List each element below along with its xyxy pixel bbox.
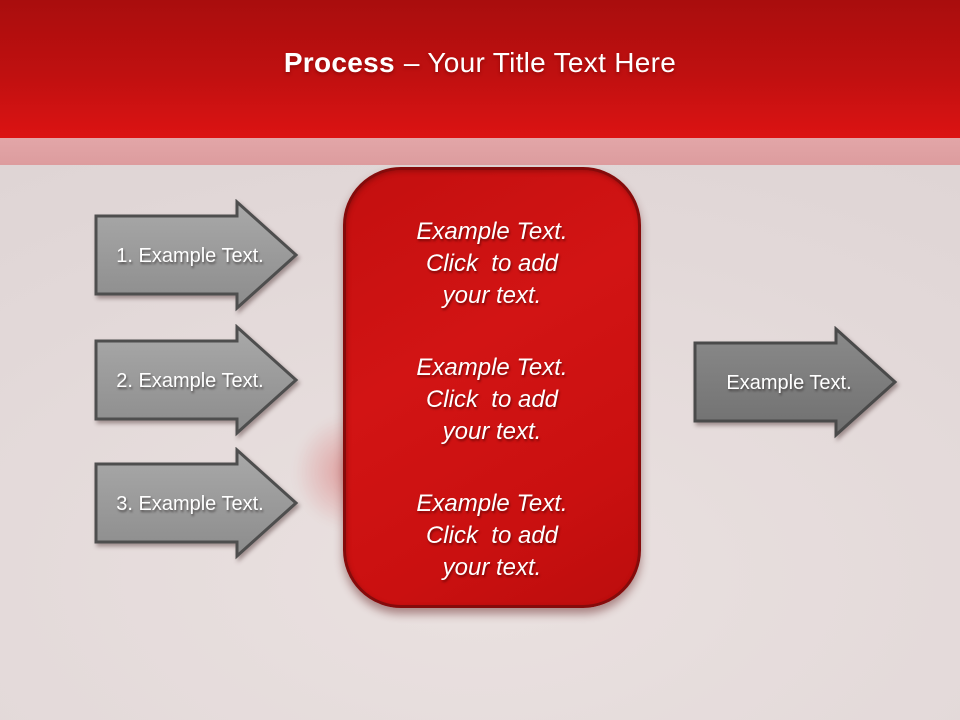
placeholder-line: your text. xyxy=(442,417,542,445)
step-2-label: 2. Example Text. xyxy=(116,369,264,392)
placeholder-line: Example Text. xyxy=(416,353,568,381)
right-arrow-shape-icon xyxy=(94,324,299,437)
process-step-arrow-1[interactable]: 1. Example Text. xyxy=(94,199,300,313)
placeholder-line: Click to add xyxy=(425,521,559,549)
right-arrow-shape-icon xyxy=(94,199,299,312)
process-output-arrow[interactable]: Example Text. xyxy=(693,326,899,440)
right-arrow-shape-icon xyxy=(693,326,898,439)
slide-title[interactable]: Process – Your Title Text Here xyxy=(284,47,676,79)
placeholder-line: Click to add xyxy=(425,249,559,277)
title-subtitle: – Your Title Text Here xyxy=(403,47,677,78)
placeholder-line: Example Text. xyxy=(416,489,568,517)
placeholder-paragraph-2[interactable]: Example Text. Click to add your text. xyxy=(416,352,567,448)
step-1-label: 1. Example Text. xyxy=(116,244,264,267)
placeholder-line: your text. xyxy=(442,553,542,581)
process-step-arrow-3[interactable]: 3. Example Text. xyxy=(94,447,300,561)
title-keyword: Process xyxy=(283,47,395,78)
placeholder-line: Click to add xyxy=(425,385,559,413)
placeholder-paragraph-1[interactable]: Example Text. Click to add your text. xyxy=(416,216,567,312)
output-label: Example Text. xyxy=(726,371,852,394)
accent-band xyxy=(0,138,960,165)
placeholder-line: Example Text. xyxy=(416,217,568,245)
title-bar: Process – Your Title Text Here xyxy=(0,0,960,138)
step-3-label: 3. Example Text. xyxy=(116,492,264,515)
process-step-arrow-2[interactable]: 2. Example Text. xyxy=(94,324,300,438)
placeholder-paragraph-3[interactable]: Example Text. Click to add your text. xyxy=(416,488,567,584)
right-arrow-shape-icon xyxy=(94,447,299,560)
process-summary-box[interactable]: Example Text. Click to add your text. Ex… xyxy=(343,167,641,608)
placeholder-line: your text. xyxy=(442,281,542,309)
